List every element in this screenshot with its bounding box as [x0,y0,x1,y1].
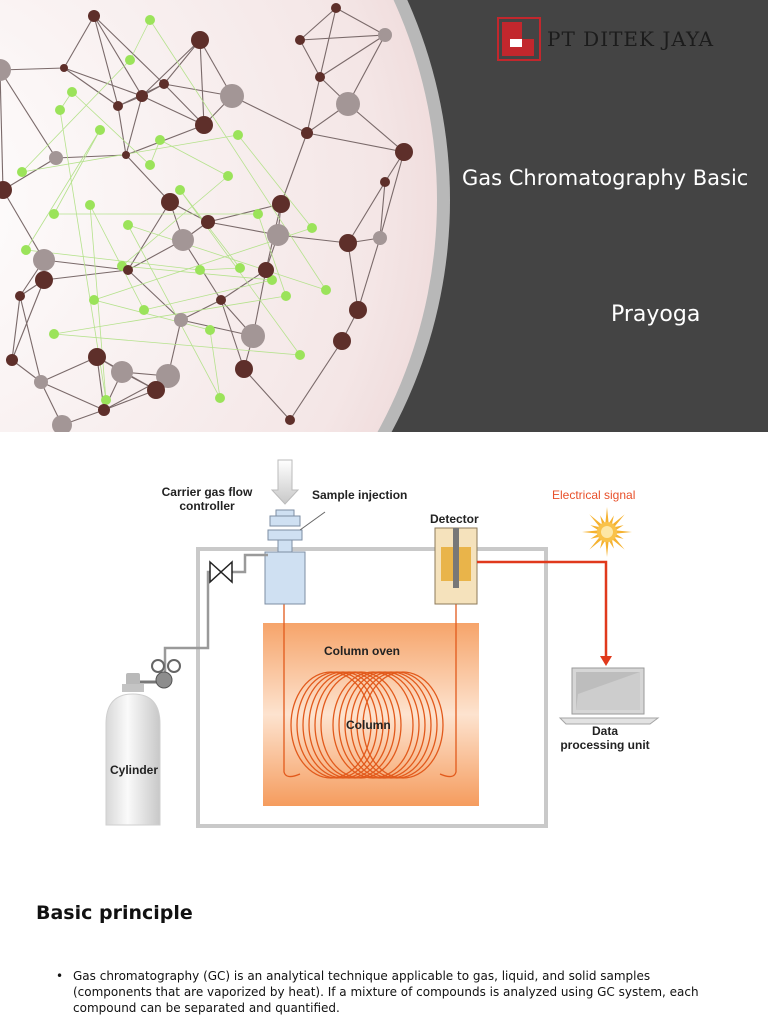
data-processing-unit-label: Data processing unit [550,724,660,752]
electrical-signal-label: Electrical signal [552,488,636,502]
data-processing-unit-text: Data processing unit [560,724,650,752]
bullet-item: • Gas chromatography (GC) is an analytic… [56,968,726,1016]
column-outlet-line [439,582,457,778]
flow-valve-icon [209,560,233,584]
column-oven-label: Column oven [324,644,401,658]
presentation-title: Gas Chromatography Basic [462,166,749,190]
signal-line [477,560,608,658]
sample-injection-label: Sample injection [312,488,408,502]
column-inlet-line [283,604,301,778]
column-coil [290,671,444,779]
cylinder-label: Cylinder [109,763,158,777]
principle-bullet-list: • Gas chromatography (GC) is an analytic… [56,968,726,1016]
company-name: PT DITEK JAYA [547,27,715,51]
carrier-gas-label-text: Carrier gas flow controller [161,485,253,513]
title-slide: PT DITEK JAYA Gas Chromatography Basic P… [0,0,768,432]
column-label: Column [346,718,391,732]
molecular-network-art [0,0,450,432]
presenter-name: Prayoga [611,302,701,327]
content-slide: Carrier gas flow controller Sample injec… [0,432,768,1024]
laptop-icon [558,667,660,725]
company-logo: PT DITEK JAYA [497,16,714,62]
injector [264,509,326,605]
pressure-regulator-icon [140,659,181,689]
detector-label: Detector [430,512,479,526]
bullet-text: Gas chromatography (GC) is an analytical… [73,969,699,1015]
injection-arrow-icon [270,459,300,505]
signal-arrowhead-icon [600,656,612,666]
bullet-dot-icon: • [56,969,64,983]
electrical-signal-burst-icon [582,507,632,557]
detector [434,527,478,605]
logo-mark-icon [497,17,541,61]
carrier-gas-label: Carrier gas flow controller [150,485,264,513]
carrier-gas-pipe [163,553,268,676]
section-heading: Basic principle [36,902,193,924]
gas-cylinder [105,673,161,826]
instrument-frame [196,547,548,828]
gc-system-diagram [105,459,660,828]
